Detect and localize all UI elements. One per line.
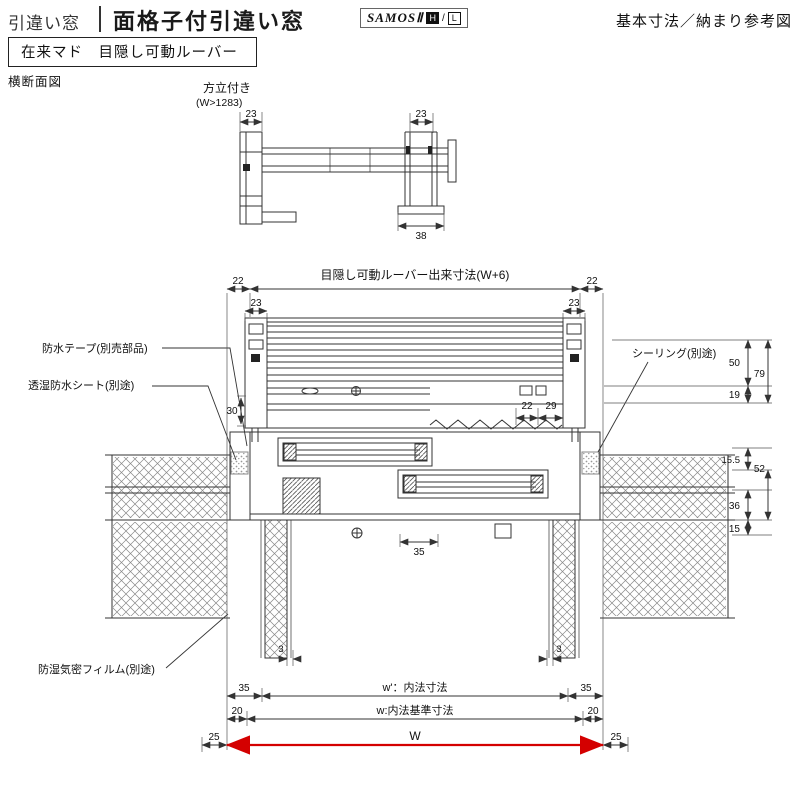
- top-detail-title: 方立付き: [203, 80, 251, 95]
- label-moisture-film: 防湿気密フィルム(別途): [38, 662, 155, 676]
- dim-23-right: 23: [568, 298, 580, 309]
- dim-22-right: 22: [586, 276, 598, 287]
- screen-mesh-zigzag: [429, 419, 563, 430]
- dim-23-td-left: 23: [245, 109, 257, 120]
- dimension-lines: [201, 118, 772, 755]
- stud-left: [264, 519, 288, 659]
- dim-25-right: 25: [610, 732, 622, 743]
- dim-3-left: 3: [278, 644, 283, 655]
- dim-15: 15: [729, 524, 741, 535]
- stud-right: [552, 519, 576, 659]
- badge-l: L: [447, 11, 461, 25]
- dim-36: 36: [729, 501, 741, 512]
- dim-22-left: 22: [232, 276, 244, 287]
- dim-25-left: 25: [208, 732, 220, 743]
- dim-50: 50: [729, 358, 741, 369]
- dim-30: 30: [226, 406, 238, 417]
- reference-note: 基本寸法／納まり参考図: [615, 13, 792, 30]
- brand-badge: SAMOSⅡ H / L: [360, 8, 468, 28]
- header-divider: [99, 6, 101, 32]
- dim-w-label: W: [409, 729, 421, 743]
- dim-23-left: 23: [250, 298, 262, 309]
- label-breathable-sheet: 透湿防水シート(別途): [28, 378, 134, 392]
- fastener-mark: [351, 386, 361, 396]
- dim-23-td-right: 23: [415, 109, 427, 120]
- label-waterproof-tape: 防水テープ(別売部品): [42, 341, 148, 355]
- louver-unit: [244, 317, 586, 442]
- leader-moisture-film: [165, 613, 229, 669]
- drawing-text: 方立付き (W>1283) 23 23 38 目隠し可動ルーバー出来寸法(W+6…: [28, 80, 765, 743]
- badge-slash: /: [441, 12, 445, 24]
- dim-20-left: 20: [231, 706, 243, 717]
- dim-19: 19: [729, 390, 741, 401]
- label-sealing: シーリング(別途): [632, 346, 716, 360]
- dim-79: 79: [754, 369, 766, 380]
- subtitle-box: 在来マド 目隠し可動ルーバー: [8, 37, 257, 67]
- sill-block: [282, 477, 321, 515]
- leader-breathable-sheet: [152, 385, 237, 461]
- leader-sealing: [597, 361, 649, 453]
- dim-20-right: 20: [587, 706, 599, 717]
- wall-structure: [105, 454, 735, 659]
- sealing-bead: [581, 451, 600, 475]
- dim-22-inner: 22: [521, 401, 533, 412]
- window-frame-section: [229, 431, 601, 539]
- dim-29: 29: [545, 401, 557, 412]
- dim-35-track: 35: [413, 547, 425, 558]
- top-detail-drawing: [239, 131, 457, 225]
- dim-35-left: 35: [238, 683, 250, 694]
- dim-w-inner-label: w'：内法寸法: [381, 680, 447, 694]
- window-type-label: 引違い窓: [8, 14, 80, 33]
- dim-52: 52: [754, 464, 766, 475]
- dim-w-base-label: w:内法基準寸法: [376, 703, 454, 717]
- dim-38: 38: [415, 231, 427, 242]
- waterproof-tape-seal: [230, 451, 249, 475]
- leader-waterproof-tape: [162, 347, 248, 447]
- fastener-mark-sill: [351, 527, 363, 539]
- brand-name: SAMOSⅡ: [367, 10, 424, 25]
- dim-35-right: 35: [580, 683, 592, 694]
- jamb-clip: [243, 164, 250, 171]
- page-title: 面格子付引違い窓: [113, 9, 306, 34]
- louver-dim-label: 目隠し可動ルーバー出来寸法(W+6): [321, 268, 510, 282]
- section-label: 横断面図: [8, 75, 63, 89]
- top-detail-condition: (W>1283): [196, 97, 242, 109]
- dim-15-5: 15.5: [722, 455, 741, 466]
- dim-3-right: 3: [556, 644, 561, 655]
- badge-h: H: [426, 12, 439, 24]
